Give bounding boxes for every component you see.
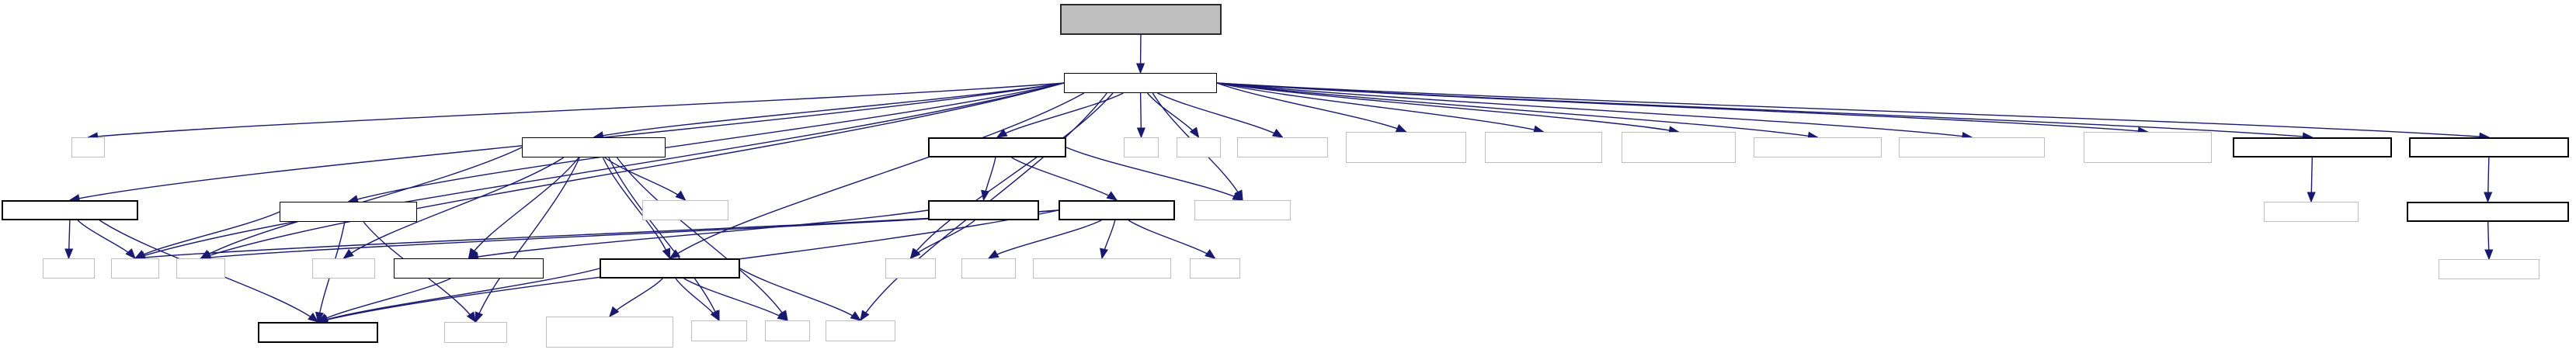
node-vectormap[interactable] (522, 137, 666, 157)
node-mapbase[interactable] (394, 258, 544, 279)
node-hashmap[interactable] (928, 137, 1066, 157)
node-utility (765, 320, 810, 341)
node-qi-confix (2084, 132, 2212, 163)
edge-hashmap-to-map_h (981, 157, 996, 202)
edge-grammars-to-qi (1216, 82, 1680, 135)
edge-hash_h-to-hash_hpp (1100, 220, 1116, 260)
node-cstddef (1190, 258, 1240, 279)
node-phoenix-operator (1899, 137, 2045, 157)
edge-grammars-to-hashmap (996, 92, 1124, 138)
edge-vectormap-to-mapbase (468, 157, 579, 260)
node-string (111, 258, 159, 279)
node-initializer-list (642, 200, 728, 220)
edge-grammars-to-point3d (1216, 82, 2314, 141)
edge-stringkey-to-string (134, 211, 280, 259)
edge-grammars-to-vector (200, 82, 1065, 260)
edge-histodef-to-iosfwd (64, 220, 74, 260)
edge-vectormap-to-statuscode (602, 157, 671, 260)
edge-grammars-to-set (1136, 92, 1145, 139)
edge-statuscode-to-kernel (317, 268, 600, 324)
node-point4d[interactable] (2409, 137, 2569, 157)
node-map-h[interactable] (928, 200, 1039, 220)
node-overload-hpp (546, 317, 673, 348)
node-ostream (691, 320, 747, 341)
node-algorithm (312, 258, 375, 279)
node-std-pair (1346, 132, 1466, 163)
edge-map_h-to-mapbase (468, 209, 929, 261)
node-type-traits (826, 320, 895, 341)
node-hash-h[interactable] (1059, 200, 1175, 220)
edge-vector4d-to-math_vector4d (2484, 221, 2494, 261)
edge-vectormap-to-utility (616, 157, 788, 322)
node-kernel[interactable] (258, 322, 378, 343)
edge-histodef-to-string (77, 220, 136, 260)
edge-grammars-to-map (909, 92, 1114, 260)
node-list (71, 137, 105, 157)
node-unordered-map (1194, 200, 1291, 220)
node-map (885, 258, 936, 279)
edge-hash_h-to-numeric (987, 220, 1102, 259)
edge-grammars-to-point4d (1216, 82, 2491, 141)
edge-statuscode-to-ostream (675, 278, 720, 322)
edge-mapbase-to-kernel (317, 278, 451, 323)
node-math-point3d (2264, 202, 2359, 222)
node-unordered-set (1237, 137, 1328, 157)
edge-grammars-to-unused (1216, 82, 1545, 134)
edge-vectormap-to-algorithm (342, 157, 565, 259)
edge-map_h-to-map (909, 220, 975, 259)
edge-grammars-to-string (134, 82, 1065, 260)
node-math-vector4d (2439, 259, 2539, 279)
edge-statuscode-to-utility (683, 278, 789, 321)
node-phoenix-core (1754, 137, 1882, 157)
edge-hashmap-to-unordered_map (1066, 147, 1244, 201)
node-stringkey[interactable] (280, 202, 417, 222)
edge-point4d-to-vector4d (2484, 157, 2493, 203)
edge-point3d-to-math_point3d (2307, 157, 2316, 203)
node-tuple (1177, 137, 1221, 157)
node-point3d[interactable] (2233, 137, 2392, 157)
edge-grammars-to-tuple (1146, 92, 1200, 139)
edge-hash_h-to-cstddef (1128, 220, 1216, 259)
node-hash-hpp (1033, 258, 1171, 279)
node-iosfwd (43, 258, 95, 279)
edge-grammars-to-stringkey (347, 82, 1065, 204)
node-statuscode[interactable] (600, 258, 740, 279)
edge-statuscode-to-type_traits (739, 268, 862, 321)
node-functional (444, 322, 507, 343)
edge-vectormap-to-ostream (608, 157, 720, 322)
edge-grammars-to-unordered_set (1157, 92, 1284, 138)
node-numeric (961, 258, 1016, 279)
node-vector (176, 258, 225, 279)
edge-grammars-to-vectormap (593, 82, 1065, 140)
node-set (1124, 137, 1159, 157)
node-vector4d[interactable] (2407, 202, 2569, 222)
node-grammars[interactable] (1064, 73, 1217, 93)
node-qi (1622, 132, 1736, 163)
edge-grammars-to-list (87, 82, 1065, 141)
edge-vectormap-to-initializer_list (604, 157, 687, 201)
node-unused (1485, 132, 1602, 163)
edge-statuscode-to-overload_hpp (609, 278, 663, 318)
edge-vectormap-to-functional (475, 157, 580, 324)
edge-grammars-to-phoenix_core (1216, 82, 1819, 140)
edge-grammars-to-phoenix_operator (1216, 82, 1973, 141)
edge-grammars-to-std_pair (1216, 82, 1407, 133)
edge-hashmap-to-hash_h (1011, 157, 1118, 201)
node-histodef[interactable] (2, 200, 138, 220)
node-grammarsv2 (1060, 4, 1222, 35)
edge-grammars-to-statuscode (669, 92, 1085, 259)
